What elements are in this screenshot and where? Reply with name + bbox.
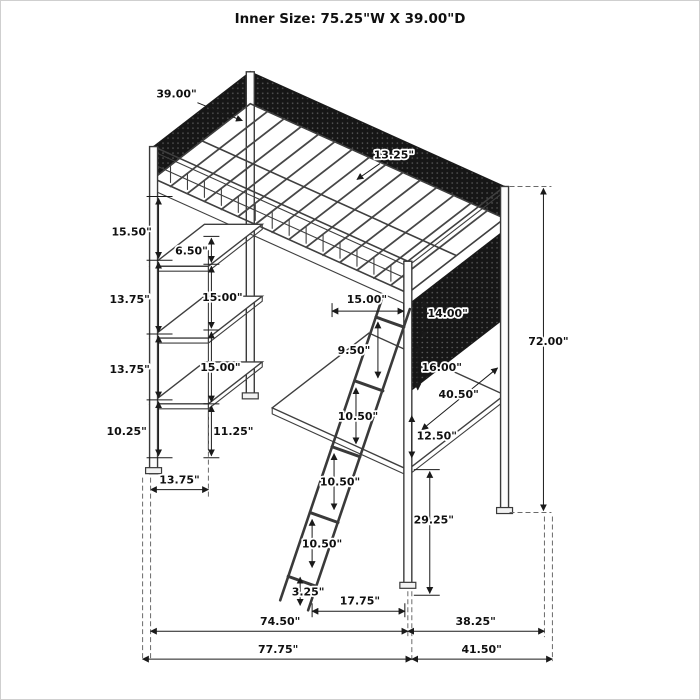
- dim-label-rail-height: 13.25": [374, 149, 414, 162]
- dim-label-front-rail-gap: 15.00": [347, 293, 387, 306]
- dim-desk-gap: 12.50": [408, 415, 459, 459]
- center-support-rail: [200, 139, 457, 257]
- dim-label-left-outer-1: 15.50": [111, 225, 151, 238]
- desk-surface: [270, 332, 506, 477]
- dim-label-bottom-depth-right-inner: 38.25": [455, 615, 495, 628]
- dim-label-overall-height: 72.00": [528, 335, 568, 348]
- dim-label-desk-floor-height: 29.25": [414, 514, 454, 527]
- dim-front-rail-gap: 15.00": [331, 291, 405, 318]
- dim-label-bottom-width-inner: 74.50": [260, 615, 300, 628]
- dim-label-depth-top: 39.00": [156, 88, 196, 101]
- dim-label-ladder-foot-offset: 17.75": [340, 594, 380, 607]
- page-title: Inner Size: 75.25"W X 39.00"D: [235, 12, 466, 27]
- dim-label-desk-width: 40.50": [439, 388, 479, 401]
- dim-depth-top: 39.00": [155, 86, 243, 122]
- dim-chain-left-outer: 15.50" 13.75" 13.75" 10.25": [105, 195, 173, 459]
- dim-label-left-inner-4: 11.25": [213, 425, 253, 438]
- dim-label-ladder-bottom: 3.25": [292, 585, 325, 598]
- dim-rail-height: 13.25": [356, 147, 416, 180]
- dim-label-bottom-width-outer: 77.75": [258, 643, 298, 656]
- dim-desk-floor-height: 29.25": [412, 469, 456, 596]
- dim-label-ladder-gap-4: 10.50": [302, 537, 342, 550]
- dim-label-ladder-gap-1: 9.50": [338, 344, 371, 357]
- guard-rails: [152, 145, 506, 280]
- dim-label-ladder-gap-2: 10.50": [338, 410, 378, 423]
- dim-label-left-outer-4: 10.25": [106, 425, 146, 438]
- foot-back-left: [241, 392, 259, 400]
- dim-label-left-outer-2: 13.75": [109, 293, 149, 306]
- post-back-right: [499, 185, 510, 514]
- dim-shelf-depth: 13.75": [149, 411, 210, 497]
- dim-label-desk-gap: 12.50": [417, 430, 457, 443]
- dim-overall-height: 72.00": [509, 185, 570, 514]
- dim-label-right-panel-height: 16.00": [422, 361, 462, 374]
- dim-ladder-gaps: 9.50" 10.50" 10.50" 10.50" 3.25": [290, 321, 382, 606]
- dim-label-right-panel-width: 14.00": [428, 307, 468, 320]
- dim-ladder-foot-offset: 17.75": [311, 593, 406, 618]
- dim-label-left-inner-3: 15.00": [200, 361, 240, 374]
- dim-chain-left-inner: 6.50" 15.00" 15.00" 11.25": [173, 235, 255, 459]
- dim-bottom: 74.50" 38.25" 77.75" 41.50": [141, 477, 554, 663]
- bed-frame: [144, 70, 514, 612]
- mesh-panel-back: [249, 70, 506, 220]
- ladder: [278, 297, 412, 612]
- slat-end-ticks: [169, 165, 392, 282]
- dim-label-ladder-gap-3: 10.50": [320, 476, 360, 489]
- foot-back-right: [495, 506, 514, 515]
- dim-label-left-outer-3: 13.75": [109, 363, 149, 376]
- post-front-left: [148, 145, 159, 475]
- dim-label-bottom-depth-right-outer: 41.50": [461, 643, 501, 656]
- deck-front-thickness: [153, 189, 409, 306]
- dim-label-shelf-depth: 13.75": [159, 474, 199, 487]
- dim-desk-width: 40.50": [421, 367, 499, 431]
- foot-front-right: [399, 581, 417, 589]
- foot-front-left: [144, 467, 163, 475]
- left-shelves: [148, 223, 265, 451]
- dim-label-left-inner-2: 15.00": [202, 291, 242, 304]
- dim-label-left-inner-1: 6.50": [175, 244, 208, 257]
